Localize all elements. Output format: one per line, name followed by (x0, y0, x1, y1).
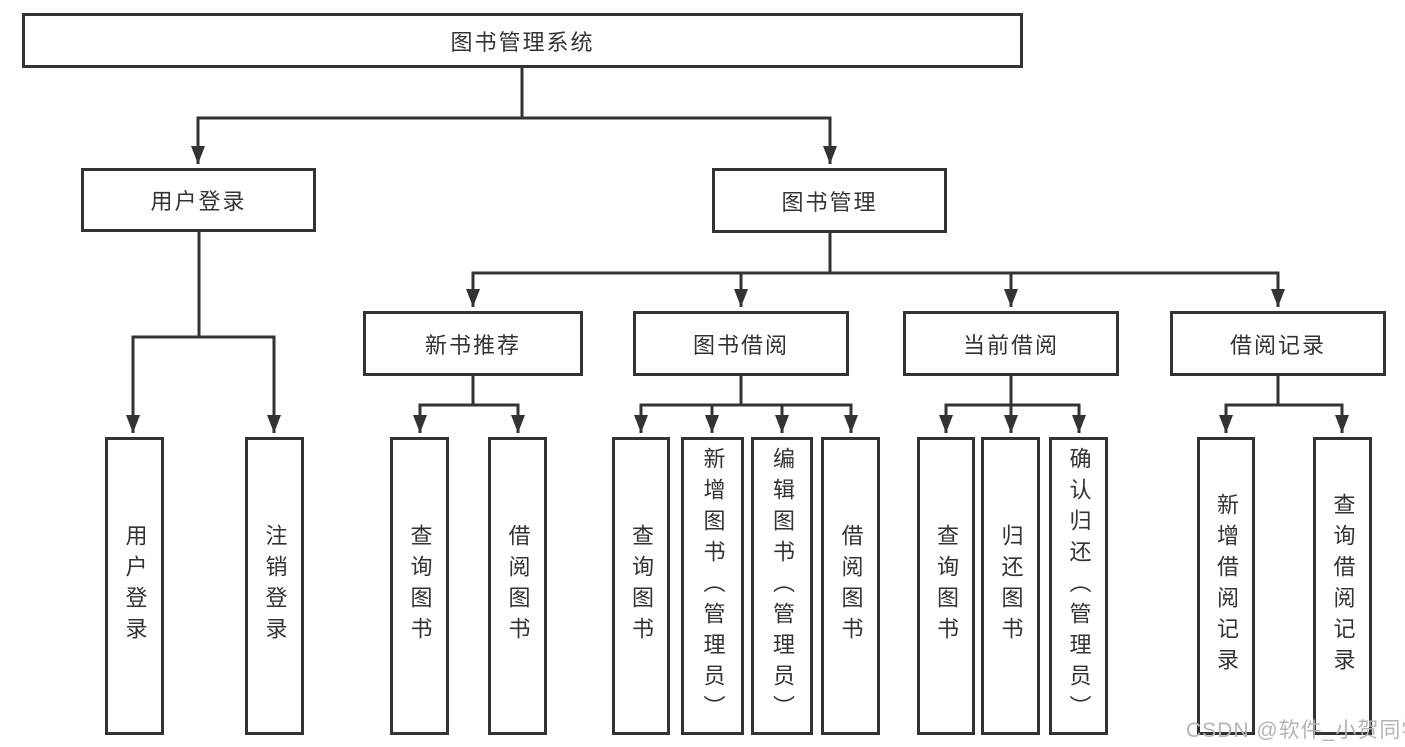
leaf-add-books-admin: 新增图书（管理员） (681, 437, 744, 735)
node-book-management: 图书管理 (712, 168, 947, 233)
leaf-query-borrow-record: 查询借阅记录 (1313, 437, 1372, 735)
connector-group (126, 68, 1349, 433)
node-library-management-system: 图书管理系统 (22, 13, 1023, 68)
leaf-return-books: 归还图书 (981, 437, 1040, 735)
node-current-borrowing: 当前借阅 (903, 311, 1119, 376)
csdn-watermark: CSDN @软件_小贺同学 (1186, 719, 1405, 742)
node-new-book-recommendation: 新书推荐 (363, 311, 583, 376)
node-book-borrowing: 图书借阅 (633, 311, 849, 376)
node-borrowing-records: 借阅记录 (1170, 311, 1386, 376)
leaf-borrow-books: 借阅图书 (488, 437, 547, 735)
leaf-confirm-return-admin: 确认归还（管理员） (1049, 437, 1108, 735)
leaf-query-books: 查询图书 (917, 437, 975, 735)
leaf-edit-books-admin: 编辑图书（管理员） (751, 437, 813, 735)
leaf-add-borrow-record: 新增借阅记录 (1197, 437, 1255, 735)
node-user-login: 用户登录 (81, 168, 316, 232)
leaf-query-books: 查询图书 (612, 437, 670, 735)
leaf-borrow-books: 借阅图书 (821, 437, 880, 735)
leaf-user-login: 用户登录 (105, 437, 164, 735)
leaf-logout: 注销登录 (245, 437, 304, 735)
leaf-query-books: 查询图书 (390, 437, 449, 735)
